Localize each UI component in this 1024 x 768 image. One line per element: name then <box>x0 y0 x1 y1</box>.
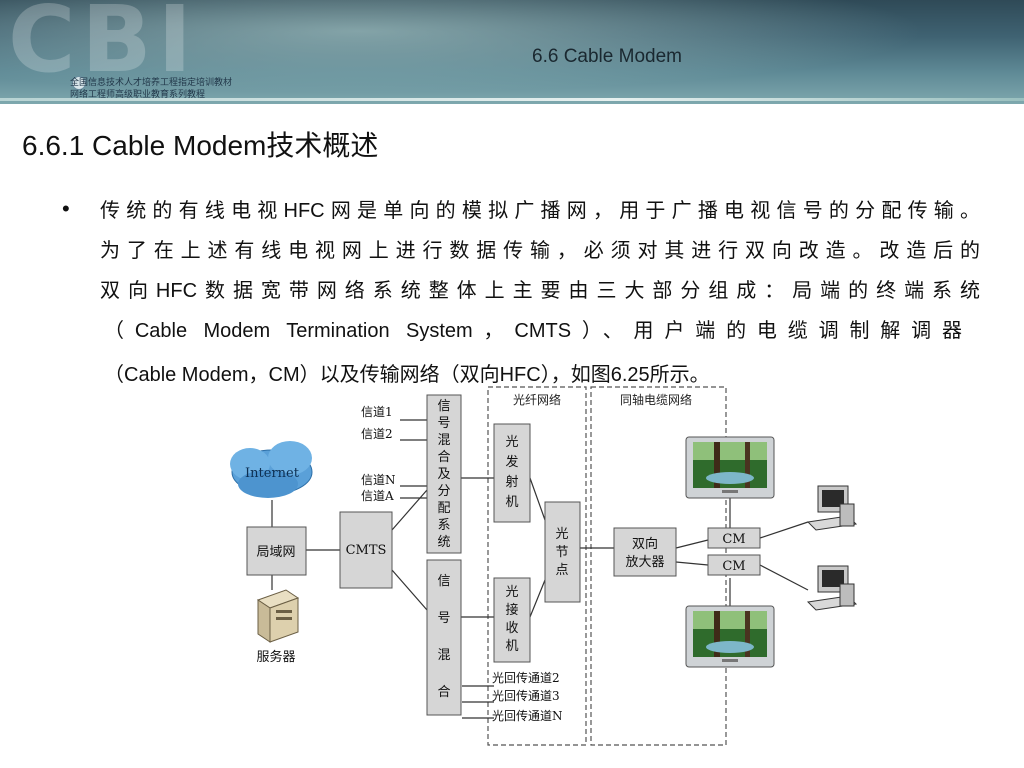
svg-text:信: 信 <box>437 399 450 414</box>
header-banner: CBI 全国信息技术人才培养工程指定培训教材 网络工程师高级职业教育系列教程 <box>0 0 1024 104</box>
svg-text:光: 光 <box>505 435 518 450</box>
computer-icon-top <box>806 485 858 531</box>
banner-divider <box>0 98 1024 101</box>
fiber-network-label: 光纤网络 <box>513 392 561 407</box>
cm-label-1: CM <box>722 532 745 547</box>
cm-box-2 <box>707 554 761 576</box>
computer-icon-bottom <box>806 565 858 611</box>
svg-text:光: 光 <box>505 585 518 600</box>
svg-text:号: 号 <box>437 611 450 626</box>
mixer-distribution-label: 信 号 混 合 及 分 配 系 统 <box>437 399 450 550</box>
body-line-4: （Cable Modem Termination System，CMTS）、用户… <box>104 320 962 342</box>
mixer-distribution-box <box>426 394 462 554</box>
body-line-3: 双向HFC数据宽带网络系统整体上主要由三大部分组成：局端的终端系统 <box>100 280 980 302</box>
internet-cloud: Internet <box>230 441 313 498</box>
svg-text:合: 合 <box>437 450 450 465</box>
amplifier-label-1: 双向 <box>632 536 658 552</box>
optical-node-label: 光 节 点 <box>555 527 568 578</box>
return-channel-3-label: 光回传通道3 <box>492 688 560 703</box>
body-line-2: 为了在上述有线电视网上进行数据传输，必须对其进行双向改造。改造后的 <box>100 240 980 262</box>
slide-title: 6.6.1 Cable Modem技术概述 <box>22 130 379 161</box>
server-label: 服务器 <box>256 649 295 665</box>
svg-text:接: 接 <box>505 602 518 618</box>
cm-box-1 <box>707 527 761 549</box>
lan-label: 局域网 <box>256 545 295 560</box>
svg-text:发: 发 <box>505 454 518 470</box>
channel-n-label: 信道N <box>361 473 396 487</box>
optical-transmitter-label: 光 发 射 机 <box>505 435 518 510</box>
server-icon <box>256 589 300 643</box>
optical-receiver-label: 光 接 收 机 <box>505 585 518 654</box>
svg-text:分: 分 <box>437 484 450 499</box>
optical-transmitter-box <box>493 423 531 523</box>
return-channel-2-label: 光回传通道2 <box>492 670 560 685</box>
slide-section-label: 6.6 Cable Modem <box>532 46 682 67</box>
banner-logo-mark <box>72 76 86 90</box>
svg-text:节: 节 <box>555 545 568 560</box>
svg-text:收: 收 <box>505 621 518 636</box>
television-icon-top <box>685 436 775 499</box>
svg-text:混: 混 <box>437 648 450 663</box>
channel-1-label: 信道1 <box>361 405 393 419</box>
svg-text:配: 配 <box>437 501 450 516</box>
signal-mixer-box <box>426 559 462 716</box>
cmts-box <box>339 511 393 589</box>
coax-network-label: 同轴电缆网络 <box>620 392 692 407</box>
svg-text:光: 光 <box>555 527 568 542</box>
return-channel-n-label: 光回传通道N <box>492 708 563 723</box>
svg-text:机: 机 <box>505 639 518 654</box>
svg-text:射: 射 <box>505 474 518 490</box>
banner-glow <box>0 0 1024 104</box>
svg-text:信: 信 <box>437 574 450 589</box>
svg-text:机: 机 <box>505 495 518 510</box>
svg-text:合: 合 <box>437 685 450 700</box>
amplifier-box <box>613 527 677 577</box>
channel-2-label: 信道2 <box>361 427 393 441</box>
svg-text:号: 号 <box>437 416 450 431</box>
bullet-marker: • <box>62 196 70 221</box>
svg-text:系: 系 <box>437 518 450 533</box>
cm-label-2: CM <box>722 559 745 574</box>
amplifier-label-2: 放大器 <box>625 555 664 570</box>
channel-a-label: 信道A <box>361 489 394 503</box>
banner-logo-letters: CBI <box>8 0 198 93</box>
fiber-network-region <box>487 386 587 746</box>
television-icon-bottom <box>685 605 775 668</box>
body-line-1: 传统的有线电视HFC网是单向的模拟广播网，用于广播电视信号的分配传输。 <box>100 200 980 222</box>
banner-subtitle-2: 网络工程师高级职业教育系列教程 <box>70 90 206 100</box>
banner-subtitle-1: 全国信息技术人才培养工程指定培训教材 <box>70 78 233 88</box>
svg-text:统: 统 <box>437 535 450 550</box>
optical-receiver-box <box>493 577 531 663</box>
svg-text:及: 及 <box>437 467 450 482</box>
svg-text:混: 混 <box>437 433 450 448</box>
body-line-5: （Cable Modem，CM）以及传输网络（双向HFC），如图6.25所示。 <box>104 364 710 386</box>
internet-label: Internet <box>245 466 300 481</box>
optical-node-box <box>544 501 581 603</box>
svg-text:点: 点 <box>555 563 568 578</box>
signal-mixer-label: 信 号 混 合 <box>437 574 450 700</box>
lan-box <box>246 526 307 576</box>
connection-lines <box>271 419 809 719</box>
cmts-label: CMTS <box>346 543 387 558</box>
